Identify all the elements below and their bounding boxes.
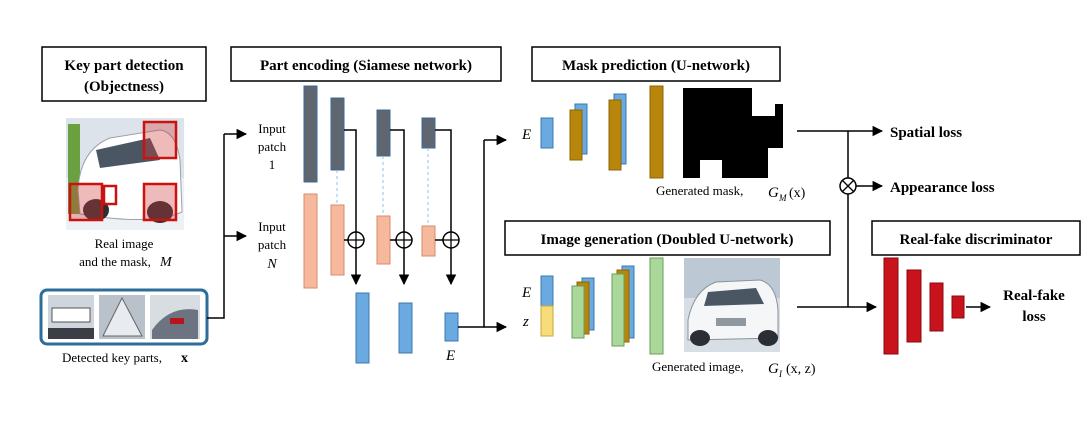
detected-part-thumbnails <box>48 295 200 339</box>
add-operators <box>347 231 460 249</box>
gen-z-label: z <box>522 314 529 330</box>
image-generation-section: Image generation (Doubled U-network) E z… <box>504 220 831 379</box>
encoder1-block-4 <box>421 117 436 149</box>
loss-connectors <box>797 125 992 313</box>
generated-mask-arg: (x) <box>789 186 806 201</box>
encoder1-block-2 <box>330 97 345 171</box>
generated-mask-subscript: M <box>778 193 787 203</box>
mask-prediction-section: Mask prediction (U-network) E Generated … <box>521 46 806 203</box>
embedding-E-block <box>444 312 459 342</box>
encoderN-block-4 <box>421 225 436 257</box>
generated-car-image <box>684 258 780 352</box>
fused-block-1 <box>355 292 370 364</box>
real-fake-loss-line2: loss <box>1022 309 1046 325</box>
mask-prediction-title-box <box>531 46 781 82</box>
fused-block-2 <box>398 302 413 354</box>
real-fake-loss-line1: Real-fake <box>1003 288 1065 304</box>
gen-E-label: E <box>521 285 531 301</box>
part-encoding-title-box <box>230 46 502 82</box>
disc-block-3 <box>929 282 944 332</box>
gen-output-block <box>649 257 664 355</box>
key-part-title-box <box>41 46 207 102</box>
key-part-detection-section: Key part detection (Objectness) Real ima… <box>39 46 209 366</box>
detected-parts-caption: Detected key parts, <box>62 350 162 365</box>
key-part-title-line1: Key part detection <box>64 58 184 74</box>
generated-mask-symbol: G <box>768 185 779 201</box>
encoding-E-label: E <box>445 348 455 364</box>
mask-prediction-title: Mask prediction (U-network) <box>562 58 750 74</box>
gen-z-input-block <box>540 305 554 337</box>
image-generation-title: Image generation (Doubled U-network) <box>541 232 794 248</box>
generated-image-caption: Generated image, <box>652 359 744 374</box>
real-image-caption-line2: and the mask, <box>79 254 151 269</box>
encoderN-block-1 <box>303 193 318 289</box>
disc-block-4 <box>951 295 965 319</box>
input-patch1-label-line2: patch <box>258 139 287 154</box>
input-patchN-label-line3: N <box>266 257 277 272</box>
mask-decoder-block-2 <box>608 99 622 171</box>
part-encoding-section: Part encoding (Siamese network) Input pa… <box>230 46 502 364</box>
image-generation-title-box <box>504 220 831 256</box>
combine-operator <box>839 177 857 195</box>
appearance-loss-label: Appearance loss <box>890 180 995 196</box>
embedding-split-arrows <box>458 134 508 333</box>
input-patch1-label-line1: Input <box>258 121 286 136</box>
detected-parts-symbol: x <box>181 351 188 366</box>
disc-block-2 <box>906 269 922 343</box>
shared-weight-links <box>336 148 429 226</box>
discriminator-title-box <box>871 220 1081 256</box>
generated-image-symbol: G <box>768 361 779 377</box>
mask-output-block <box>649 85 664 179</box>
input-patchN-label-line2: patch <box>258 237 287 252</box>
gen-E-input-block <box>540 275 554 307</box>
disc-block-1 <box>883 257 899 355</box>
encoder1-block-1 <box>303 85 318 183</box>
mask-E-label: E <box>521 127 531 143</box>
generated-image-arg: (x, z) <box>786 362 816 377</box>
key-part-title-line2: (Objectness) <box>84 79 164 95</box>
mask-decoder-block-1 <box>569 109 583 161</box>
input-patchN-label-line1: Input <box>258 219 286 234</box>
spatial-loss-label: Spatial loss <box>890 125 962 141</box>
gen-decoder-block-2 <box>611 273 625 347</box>
real-image-caption-line1: Real image <box>95 236 154 251</box>
discriminator-title: Real-fake discriminator <box>900 232 1053 248</box>
part-encoding-title: Part encoding (Siamese network) <box>260 58 472 74</box>
input-connector <box>207 128 248 319</box>
generated-image-subscript: I <box>778 369 783 379</box>
real-image-symbol: M <box>159 255 173 270</box>
generated-mask-image <box>683 88 783 178</box>
merge-arrows <box>344 129 457 286</box>
gen-decoder-block-1 <box>571 285 585 339</box>
encoderN-block-3 <box>376 215 391 265</box>
discriminator-section: Real-fake discriminator Real-fake loss <box>871 220 1081 355</box>
encoder1-block-3 <box>376 109 391 157</box>
generated-mask-caption: Generated mask, <box>656 183 743 198</box>
real-car-image <box>66 118 184 230</box>
input-patch1-label-line3: 1 <box>269 157 276 172</box>
mask-input-block <box>540 117 554 149</box>
encoderN-block-2 <box>330 204 345 276</box>
